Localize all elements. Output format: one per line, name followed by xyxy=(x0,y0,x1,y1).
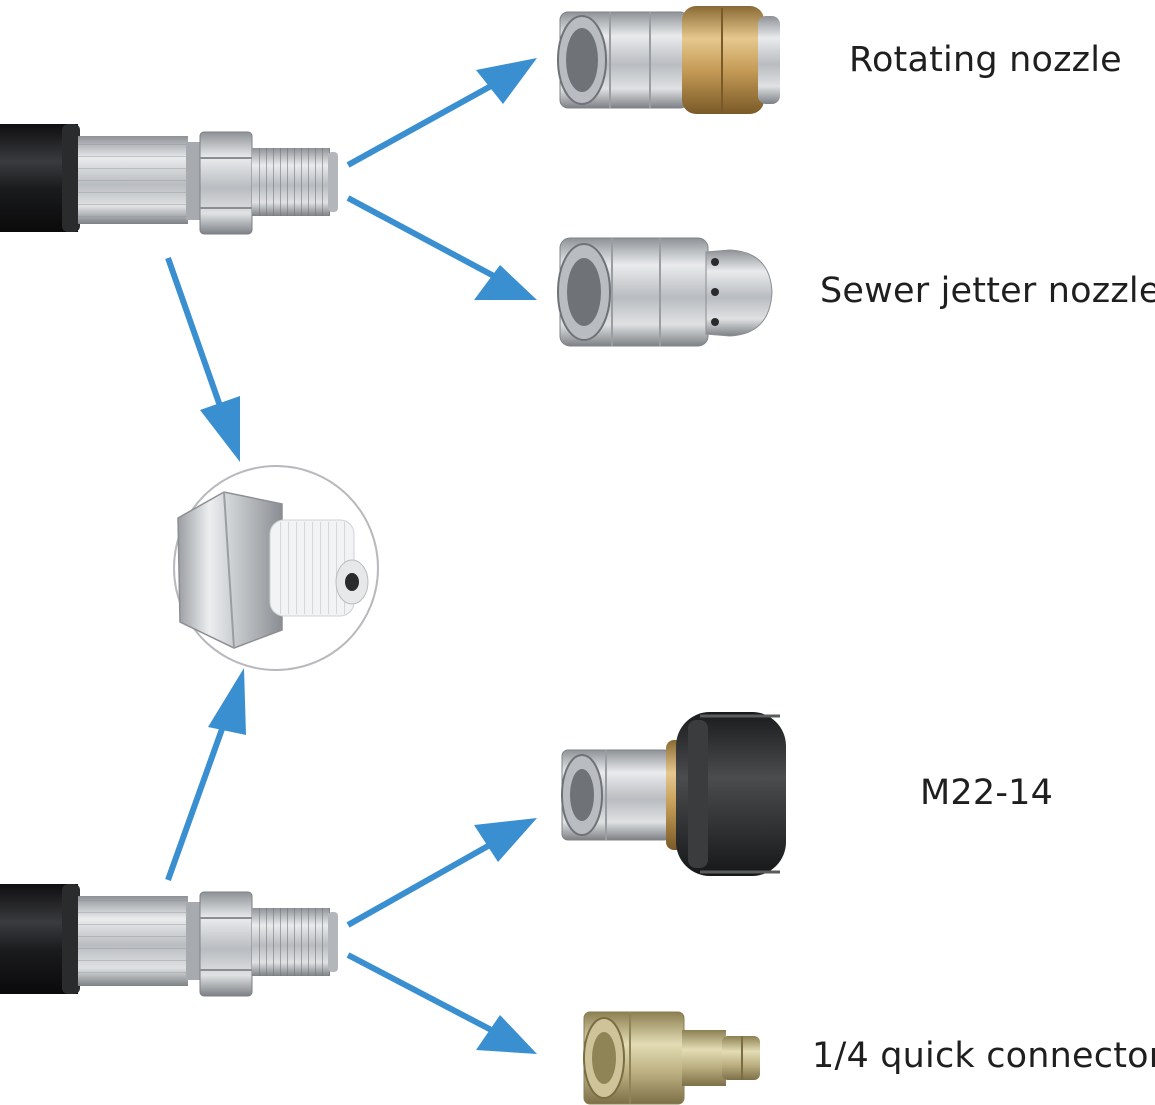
quick-connector-plug-icon xyxy=(583,1011,760,1105)
m22-14-label: M22-14 xyxy=(920,773,1054,813)
rotating-nozzle-icon xyxy=(557,6,780,114)
sewer-jetter-nozzle-icon xyxy=(557,237,773,347)
arrows xyxy=(165,58,537,1054)
quick-connector-label: 1/4 quick connector xyxy=(812,1036,1155,1076)
arrow-to-rotating-nozzle xyxy=(346,58,537,168)
sewer-jetter-nozzle-label: Sewer jetter nozzle xyxy=(820,271,1155,311)
arrow-to-closeup xyxy=(165,257,240,462)
hose-with-male-fitting-icon xyxy=(0,124,338,235)
m22-coupler-icon xyxy=(561,712,786,876)
arrow-from-bottom-to-closeup xyxy=(165,668,246,882)
arrow-to-quick-connector xyxy=(346,952,537,1054)
ptfe-taped-thread-closeup-icon xyxy=(173,465,379,671)
arrow-to-m22 xyxy=(346,818,537,928)
hose-with-male-fitting-icon xyxy=(0,884,338,997)
arrow-to-sewer-nozzle xyxy=(346,195,537,300)
rotating-nozzle-label: Rotating nozzle xyxy=(849,40,1122,80)
